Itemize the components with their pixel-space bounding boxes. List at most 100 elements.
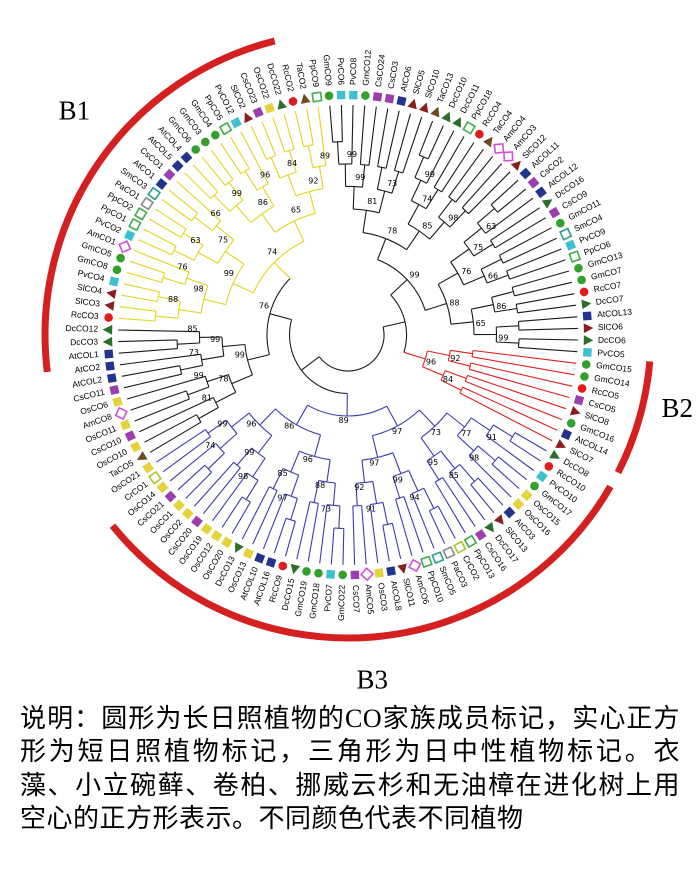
taxon-marker-open-square xyxy=(420,555,433,569)
taxon-marker-circle xyxy=(581,360,591,369)
taxon-marker-open-diamond xyxy=(118,240,132,254)
taxon-marker-circle xyxy=(116,253,125,263)
taxon-marker-square xyxy=(254,552,266,564)
bootstrap-value: 91 xyxy=(487,433,497,442)
taxon-label: GmCO9 xyxy=(322,54,334,86)
bootstrap-value: 96 xyxy=(260,171,270,180)
taxon-marker-circle xyxy=(361,91,370,100)
bootstrap-value: 99 xyxy=(498,333,508,342)
clade-arc-B3 xyxy=(109,484,614,642)
bootstrap-value: 88 xyxy=(168,295,178,304)
clade-arc-B1 xyxy=(41,37,276,373)
taxon-marker-square xyxy=(181,507,194,520)
taxon-marker-circle xyxy=(574,263,583,273)
taxon-label: GmCO12 xyxy=(360,49,373,86)
bootstrap-value: 97 xyxy=(392,427,402,436)
taxon-marker-square xyxy=(124,430,136,442)
taxon-marker-circle xyxy=(191,145,200,154)
bootstrap-value: 74 xyxy=(267,248,277,257)
taxon-label: GmCO15 xyxy=(596,360,633,374)
taxon-marker-open-square xyxy=(453,540,467,555)
taxon-marker-triangle xyxy=(555,439,566,448)
taxon-marker-triangle xyxy=(106,289,117,300)
bootstrap-value: 95 xyxy=(428,458,438,467)
taxon-label: DcCO7 xyxy=(595,293,624,307)
bootstrap-value: 77 xyxy=(461,429,471,438)
taxon-label: CsCO7 xyxy=(351,585,362,613)
taxon-label: DcCO12 xyxy=(65,323,98,334)
taxon-marker-square xyxy=(535,186,547,199)
bootstrap-value: 96 xyxy=(246,419,256,428)
taxon-marker-square xyxy=(242,547,255,559)
taxon-marker-triangle xyxy=(569,405,581,416)
taxon-marker-square xyxy=(326,569,336,579)
taxon-marker-circle xyxy=(580,372,589,381)
taxon-marker-circle xyxy=(201,137,210,147)
taxon-marker-triangle xyxy=(484,521,494,533)
taxon-marker-triangle xyxy=(583,323,594,334)
taxon-marker-square xyxy=(221,536,233,548)
bootstrap-value: 99 xyxy=(232,189,242,198)
taxon-marker-square xyxy=(142,461,154,474)
taxon-label: PpCO9 xyxy=(308,59,322,88)
taxon-marker-triangle xyxy=(483,136,493,148)
taxon-label: CsCO24 xyxy=(373,54,387,88)
bootstrap-value: 85 xyxy=(278,469,288,478)
clade-arc-B2 xyxy=(614,361,654,475)
taxon-markers xyxy=(102,90,594,582)
taxon-marker-square xyxy=(105,361,115,371)
taxon-marker-open-square xyxy=(148,470,162,485)
bootstrap-value: 73 xyxy=(387,179,397,188)
taxon-marker-open-square xyxy=(463,534,478,549)
bootstrap-value: 98 xyxy=(469,454,479,463)
taxon-label: GmCO19 xyxy=(293,580,309,617)
taxon-marker-open-diamond xyxy=(493,143,505,154)
bootstrap-value: 99 xyxy=(224,269,234,278)
bootstrap-value: 75 xyxy=(473,243,483,252)
bootstrap-value: 63 xyxy=(486,222,496,231)
taxon-marker-square xyxy=(512,498,525,511)
taxon-marker-triangle xyxy=(136,451,148,461)
taxon-marker-square xyxy=(386,566,396,576)
taxon-marker-square xyxy=(536,470,548,483)
bootstrap-value: 63 xyxy=(190,236,200,245)
taxon-marker-circle xyxy=(577,275,586,285)
taxon-marker-triangle xyxy=(541,199,553,209)
taxon-label: SlCO6 xyxy=(598,321,624,332)
taxon-marker-square xyxy=(573,395,585,406)
taxon-marker-square xyxy=(172,499,185,512)
taxon-marker-square xyxy=(230,117,242,129)
taxon-label: TaCO2 xyxy=(294,62,309,90)
bootstrap-value: 76 xyxy=(461,267,471,276)
bootstrap-value: 97 xyxy=(277,494,287,503)
taxon-marker-open-diamond xyxy=(408,558,422,573)
bootstrap-value: 65 xyxy=(291,206,301,215)
bootstrap-value: 99 xyxy=(217,420,227,429)
taxon-marker-open-square xyxy=(462,120,476,135)
taxon-marker-triangle xyxy=(510,160,521,172)
taxon-marker-circle xyxy=(544,462,554,471)
bootstrap-value: 89 xyxy=(339,416,349,425)
taxon-label: AmCO5 xyxy=(364,584,376,615)
taxon-marker-square xyxy=(565,239,577,251)
taxon-marker-square xyxy=(164,490,177,503)
clade-label-B1: B1 xyxy=(59,96,91,126)
bootstrap-value: 99 xyxy=(355,173,365,182)
taxon-marker-triangle xyxy=(277,99,288,110)
taxon-marker-square xyxy=(582,347,592,357)
taxon-marker-circle xyxy=(278,561,288,571)
bootstrap-value: 97 xyxy=(369,458,379,467)
taxon-marker-circle xyxy=(288,97,298,106)
bootstrap-value: 76 xyxy=(177,263,187,272)
taxon-marker-circle xyxy=(475,129,484,139)
bootstrap-value: 96 xyxy=(303,455,313,464)
taxon-marker-triangle xyxy=(300,93,311,104)
taxon-marker-circle xyxy=(112,265,122,275)
bootstrap-value: 65 xyxy=(476,319,486,328)
figure-caption: 说明：圆形为长日照植物的CO家族成员标记，实心正方形为短日照植物标记，三角形为日… xyxy=(20,704,680,833)
taxon-marker-square xyxy=(264,102,275,114)
bootstrap-value: 85 xyxy=(422,221,432,230)
bootstrap-value: 99 xyxy=(235,351,245,360)
taxon-marker-triangle xyxy=(235,542,244,553)
